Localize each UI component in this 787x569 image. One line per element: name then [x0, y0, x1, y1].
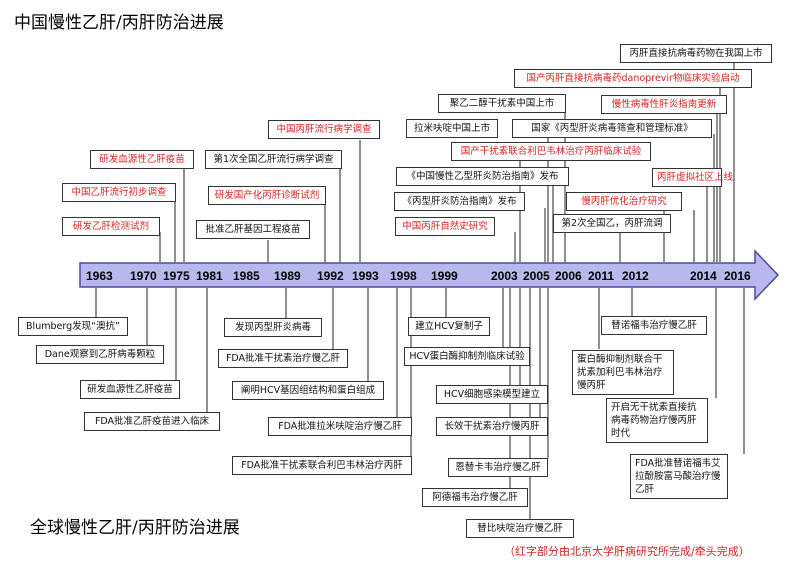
year-label: 2012: [622, 269, 649, 283]
china-event: 批准乙肝基因工程疫苗: [196, 220, 310, 239]
year-label: 2006: [555, 269, 582, 283]
global-event: 蛋白酶抑制剂联合干扰素加利巴韦林治疗慢丙肝: [572, 350, 674, 395]
global-event: 替比呋啶治疗慢乙肝: [466, 519, 574, 538]
china-event: 国家《丙型肝炎病毒筛查和管理标准》: [512, 119, 712, 138]
china-event: 国产丙肝直接抗病毒药danoprevir物临床实验启动: [514, 69, 752, 88]
china-event: 研发国产化丙肝诊断试剂: [208, 186, 326, 205]
china-event: 第1次全国乙肝流行病学调查: [205, 150, 342, 169]
year-label: 1981: [196, 269, 223, 283]
global-event: FDA批准干扰素联合利巴韦林治疗丙肝: [232, 456, 412, 475]
global-event: Dane观察到乙肝病毒颗粒: [36, 345, 164, 364]
global-event: Blumberg发现“澳抗”: [18, 317, 128, 336]
year-label: 1985: [233, 269, 260, 283]
global-event: 替诺福韦治疗慢乙肝: [601, 316, 707, 335]
title-china: 中国慢性乙肝/丙肝防治进展: [14, 13, 224, 33]
china-event: 《中国慢性乙型肝炎防治指南》发布: [396, 167, 569, 186]
global-event: 恩替卡韦治疗慢乙肝: [448, 458, 548, 477]
year-label: 1998: [390, 269, 417, 283]
year-label: 1970: [130, 269, 157, 283]
china-event: 拉米呋啶中国上市: [406, 119, 498, 138]
china-event: 《丙型肝炎防治指南》发布: [394, 192, 525, 211]
china-event: 研发乙肝检测试剂: [62, 217, 160, 236]
china-event: 国产干扰素联合利巴韦林治疗丙肝临床试验: [451, 142, 651, 161]
global-event: 阐明HCV基因组结构和蛋白组成: [232, 381, 384, 400]
global-event: 研发血源性乙肝疫苗: [80, 380, 180, 399]
year-label: 1975: [163, 269, 190, 283]
china-event: 聚乙二醇干扰素中国上市: [438, 94, 566, 113]
china-event: 慢丙肝优化治疗研究: [566, 192, 682, 211]
global-event: FDA批准乙肝疫苗进入临床: [84, 412, 220, 431]
year-label: 1963: [86, 269, 113, 283]
year-label: 1999: [431, 269, 458, 283]
china-event: 丙肝直接抗病毒药物在我国上市: [620, 44, 772, 63]
year-label: 1989: [274, 269, 301, 283]
china-event: 慢性病毒性肝炎指南更新: [601, 95, 727, 114]
year-label: 2005: [523, 269, 550, 283]
year-label: 2014: [690, 269, 717, 283]
year-label: 1993: [352, 269, 379, 283]
global-event: HCV细胞感染模型建立: [436, 385, 548, 404]
global-event: FDA批准拉米呋啶治疗慢乙肝: [268, 417, 412, 436]
china-event: 中国丙肝流行病学调查: [268, 120, 380, 139]
global-event: FDA批准替诺福韦艾拉酚胺富马酸治疗慢乙肝: [630, 454, 728, 499]
china-event: 第2次全国乙，丙肝流调: [553, 214, 671, 233]
year-label: 1992: [317, 269, 344, 283]
global-event: 开启无干扰素直接抗病毒药物治疗慢丙肝时代: [606, 398, 708, 443]
timeline-arrow: [79, 249, 780, 301]
china-event: 中国乙肝流行初步调查: [62, 183, 176, 202]
title-global: 全球慢性乙肝/丙肝防治进展: [30, 518, 240, 538]
global-event: 建立HCV复制子: [408, 317, 490, 336]
china-event: 研发血源性乙肝疫苗: [90, 150, 194, 169]
global-event: 发现丙型肝炎病毒: [224, 318, 322, 337]
year-label: 2016: [724, 269, 751, 283]
global-event: 阿德福韦治疗慢乙肝: [422, 488, 528, 507]
year-label: 2011: [588, 269, 615, 283]
year-label: 2003: [491, 269, 518, 283]
footnote: （红字部分由北京大学肝病研究所完成/牵头完成）: [504, 545, 750, 558]
global-event: HCV蛋白酶抑制剂临床试验: [404, 347, 530, 366]
global-event: 长效干扰素治疗慢丙肝: [436, 417, 548, 436]
global-event: FDA批准干扰素治疗慢乙肝: [218, 349, 348, 368]
china-event: 中国丙肝自然史研究: [395, 217, 495, 236]
china-event: 丙肝虚拟社区上线: [652, 168, 733, 187]
